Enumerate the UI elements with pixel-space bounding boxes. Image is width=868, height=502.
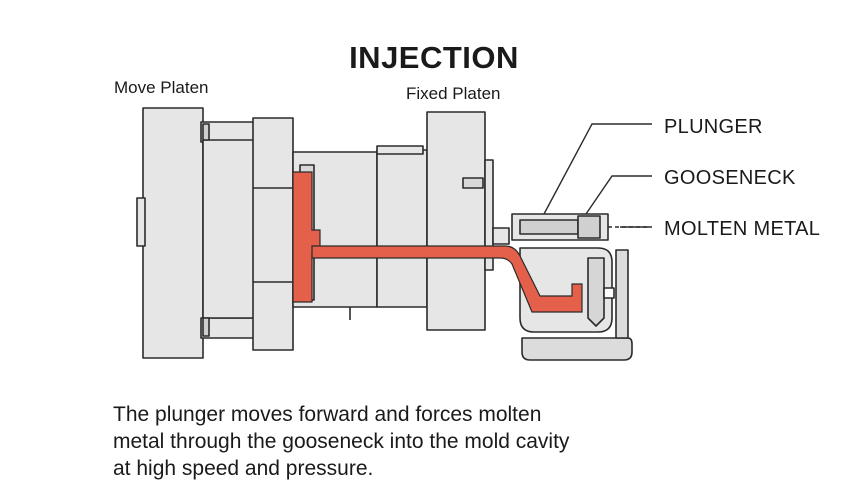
gooseneck-label: GOOSENECK [664,167,796,189]
callout-leaders [543,123,652,228]
move-platen-label: Move Platen [114,78,209,97]
caption-line-2: metal through the gooseneck into the mol… [113,430,570,453]
caption-line-3: at high speed and pressure. [113,457,374,480]
fixed-platen [349,111,510,331]
fixed-platen-label: Fixed Platen [406,84,501,103]
molten-metal-path [292,171,583,313]
move-platen [136,107,294,359]
caption-line-1: The plunger moves forward and forces mol… [113,403,542,426]
fixed-die-half [376,145,428,308]
diagram-title: INJECTION [349,40,519,75]
plunger-label: PLUNGER [664,116,763,138]
molten-metal-label: MOLTEN METAL [664,218,821,240]
caption: The plunger moves forward and forces mol… [113,401,713,482]
